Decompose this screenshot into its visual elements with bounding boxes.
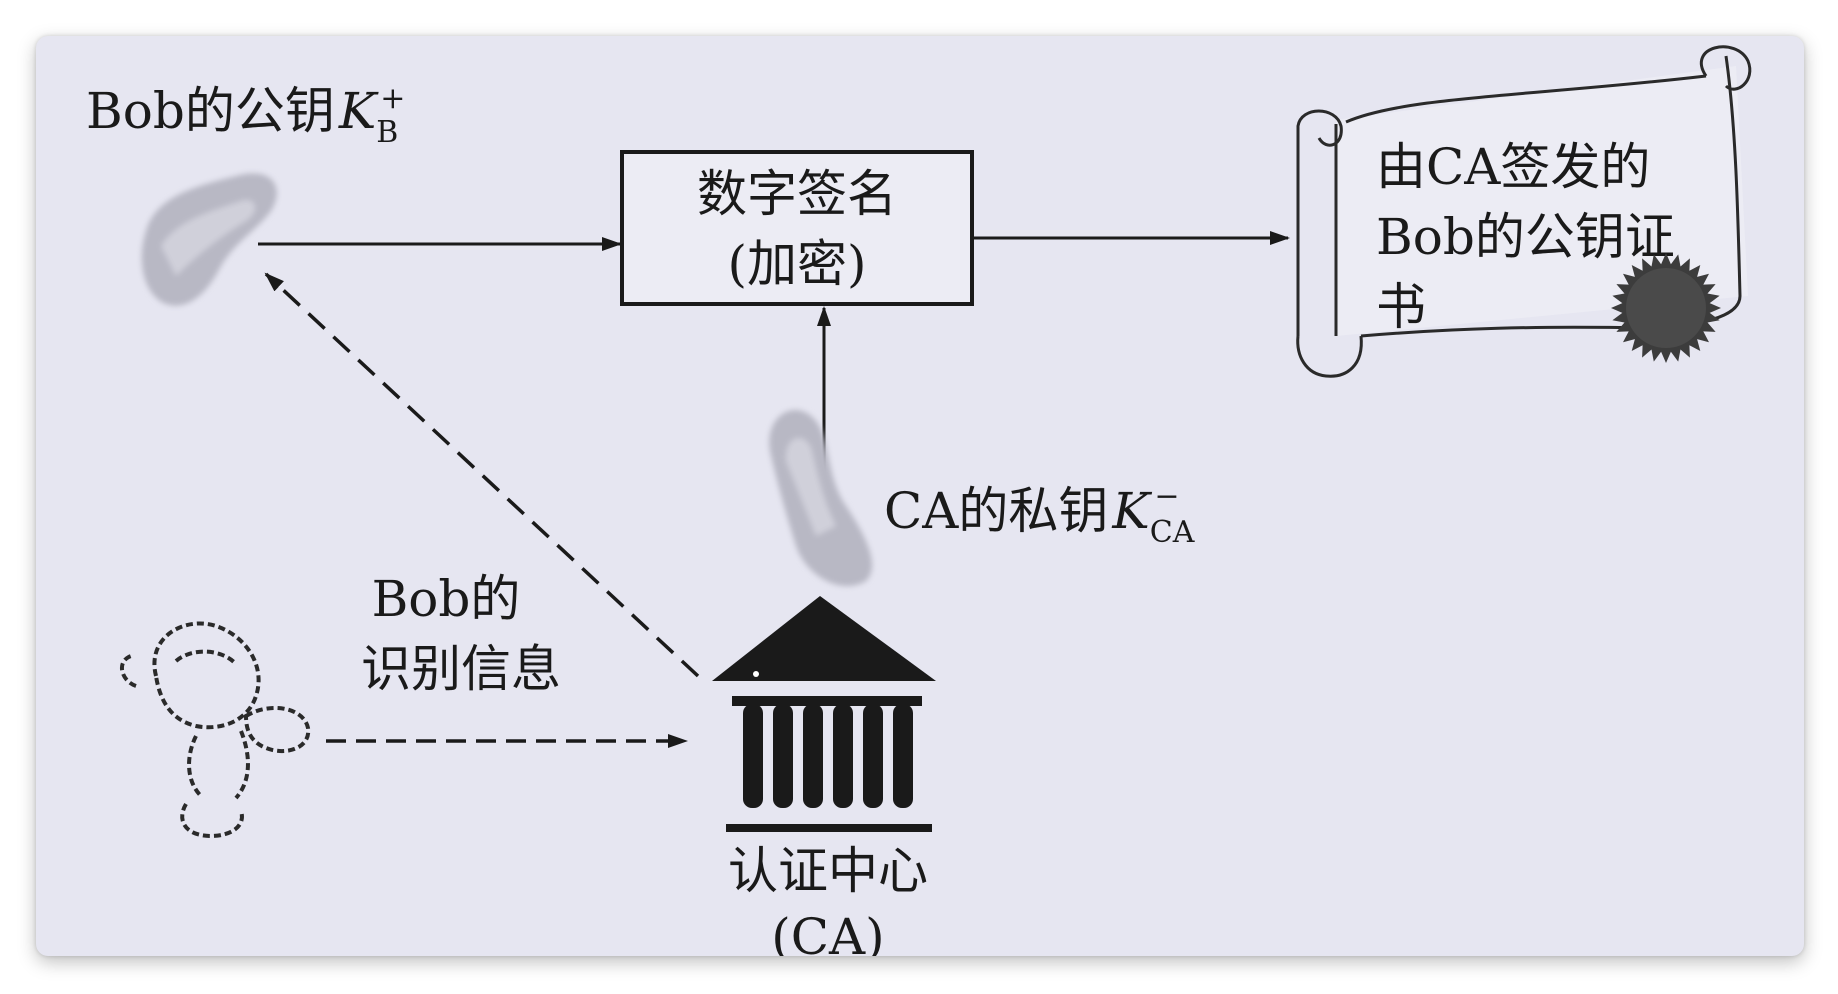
diagram-frame: Bob的公钥KB+ 数字签名 (加密) 由CA签发的 Bob的公钥证 书 [36, 36, 1804, 956]
seal-icon [1611, 253, 1721, 363]
digital-signature-title: 数字签名 [697, 165, 897, 223]
digital-signature-box [620, 150, 974, 306]
digital-signature-subtitle: (加密) [727, 235, 866, 293]
ca-center-label-line1: 认证中心 [728, 842, 928, 900]
bob-identity-label-line2: 识别信息 [361, 640, 561, 698]
arrow-ca-to-bob-key [264, 272, 700, 678]
certificate-diagram: Bob的公钥KB+ 数字签名 (加密) 由CA签发的 Bob的公钥证 书 [86, 45, 1752, 956]
person-icon [120, 621, 311, 839]
ca-center-label-line2: (CA) [771, 908, 884, 956]
ca-private-key-label: CA的私钥KCA− [884, 479, 1195, 550]
certificate-line2: Bob的公钥证 [1376, 208, 1675, 266]
certificate-line1: 由CA签发的 [1376, 138, 1650, 196]
key-icon [769, 409, 873, 587]
bob-public-key-label: Bob的公钥KB+ [86, 81, 405, 150]
bob-identity-label-line1: Bob的 [372, 570, 521, 628]
building-icon [712, 596, 936, 832]
key-icon [141, 173, 277, 306]
certificate-line3: 书 [1376, 278, 1426, 336]
